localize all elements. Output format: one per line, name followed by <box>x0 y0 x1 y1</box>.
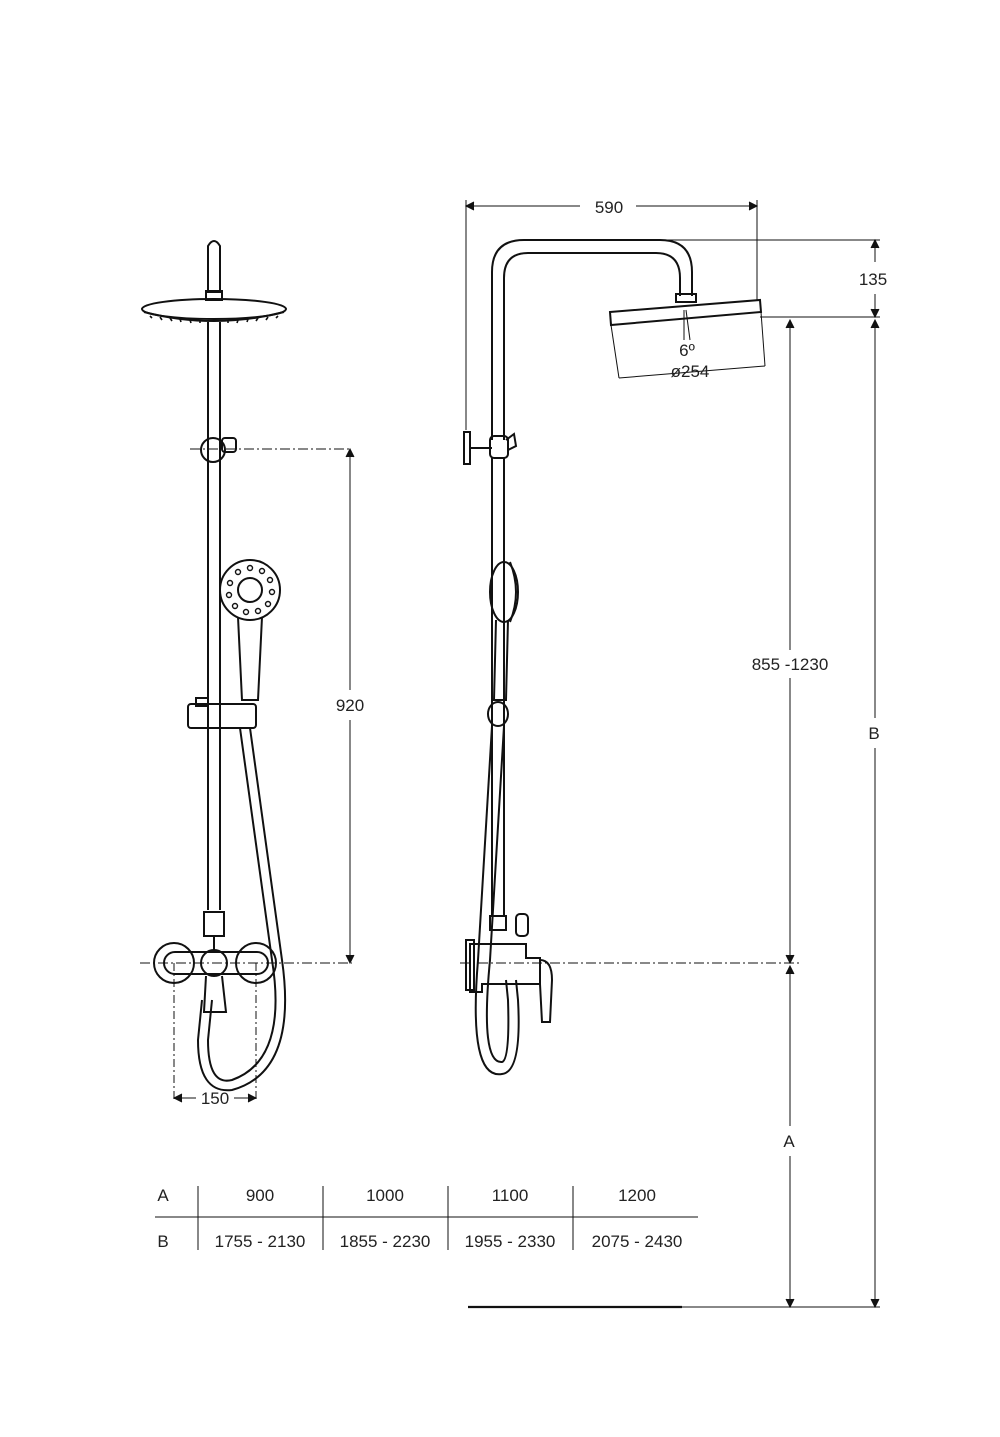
front-hand-shower-nozzles <box>225 564 276 616</box>
side-mixer-lever <box>539 959 554 1023</box>
front-diverter-clip <box>221 437 237 453</box>
side-diverter-body <box>489 435 509 459</box>
front-diverter-knob <box>200 437 226 463</box>
dim-254-line <box>618 365 766 379</box>
side-rain-head <box>608 298 763 327</box>
side-dimensions <box>460 200 880 1309</box>
dim-920-label: 920 <box>336 696 364 715</box>
table-cell: 1200 <box>618 1186 656 1205</box>
dim-6-label: 6º <box>679 341 695 360</box>
side-hose-outer <box>474 725 520 1076</box>
table-row-a-label: A <box>157 1186 169 1205</box>
side-arch-inner <box>503 252 681 440</box>
dim-254-ext-right <box>760 311 766 367</box>
side-hand-handle <box>492 619 509 701</box>
side-mixer-body <box>469 943 541 993</box>
table-row-b-label: B <box>157 1232 168 1251</box>
table-cell: 900 <box>246 1186 274 1205</box>
front-slider-tab <box>195 697 209 707</box>
side-knob-disc <box>463 431 471 465</box>
front-mixer-valve <box>203 911 225 937</box>
dim-B-label: B <box>868 724 879 743</box>
side-diverter-clip <box>505 432 518 451</box>
dim-150-label: 150 <box>201 1089 229 1108</box>
dim-855-label: 855 -1230 <box>752 655 829 674</box>
dim-254-label: ø254 <box>671 362 710 381</box>
front-dimensions <box>140 447 355 1103</box>
front-rain-head <box>141 298 287 320</box>
dim-254-ext-left <box>610 324 620 379</box>
front-hand-shower <box>219 559 281 621</box>
side-view <box>463 239 763 1076</box>
front-hose-outer <box>206 727 277 1082</box>
front-hand-handle <box>237 616 263 701</box>
table-cell: 1955 - 2330 <box>465 1232 556 1251</box>
dim-A-label: A <box>783 1132 795 1151</box>
front-mixer-spout <box>202 975 228 1013</box>
side-slider <box>487 701 509 727</box>
front-rain-head-face <box>143 311 285 322</box>
front-rain-head-nozzles <box>149 315 279 324</box>
table-cell: 1000 <box>366 1186 404 1205</box>
front-top-pipe <box>207 240 221 293</box>
side-hand-shower-face <box>509 561 517 623</box>
side-hose-inner <box>485 725 510 1063</box>
side-mixer-wall-plate <box>465 939 475 991</box>
side-arch-outer <box>491 239 693 440</box>
front-hand-shower-inner <box>237 577 263 603</box>
side-hand-shower <box>489 561 519 623</box>
side-head-joint <box>675 293 697 303</box>
table-cell: 2075 - 2430 <box>592 1232 683 1251</box>
side-mixer-valve <box>515 913 529 937</box>
table-cell: 1100 <box>492 1186 529 1205</box>
side-mixer-connector <box>489 915 507 931</box>
dim-6-line-b <box>685 309 691 341</box>
front-slider <box>187 703 257 729</box>
dimension-table: A 900 1000 1100 1200 B 1755 - 2130 1855 … <box>155 1186 698 1251</box>
table-cell: 1755 - 2130 <box>215 1232 306 1251</box>
dim-135-label: 135 <box>859 270 887 289</box>
table-cell: 1855 - 2230 <box>340 1232 431 1251</box>
front-hose-inner <box>196 727 287 1092</box>
dim-590-label: 590 <box>595 198 623 217</box>
